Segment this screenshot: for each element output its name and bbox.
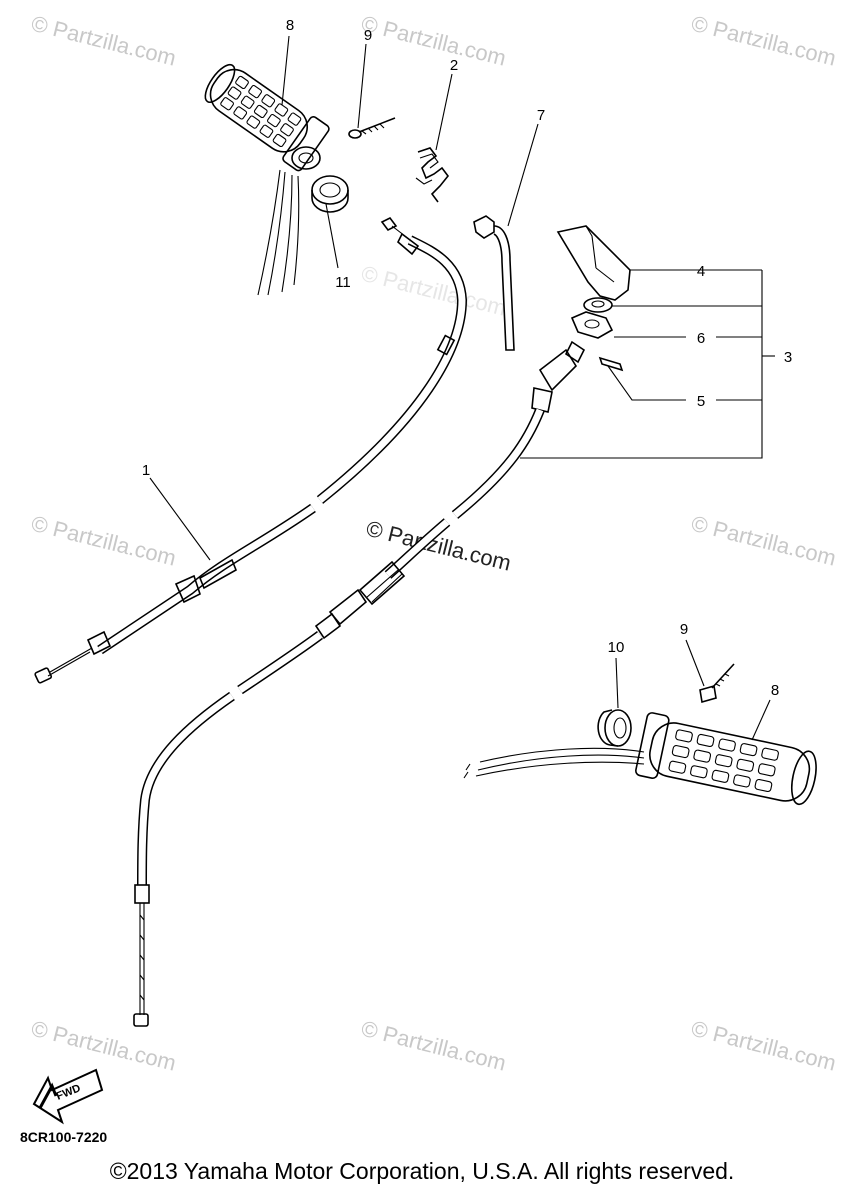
callout-1: 1 — [142, 462, 150, 479]
callout-4: 4 — [697, 263, 705, 280]
fwd-arrow-icon: FWD — [32, 1068, 104, 1125]
diagram-code: 8CR100-7220 — [20, 1129, 107, 1145]
nut-6 — [570, 311, 614, 339]
screw-9-top — [348, 117, 396, 139]
washer — [583, 297, 613, 313]
watermark: © Partzilla.com — [29, 511, 179, 571]
right-grip — [463, 712, 817, 806]
strap-7 — [473, 215, 515, 351]
screw-9-bottom — [699, 663, 735, 704]
lever-4 — [556, 225, 631, 301]
leader-lines — [149, 35, 771, 741]
watermark: © Partzilla.com — [359, 11, 509, 71]
watermark: © Partzilla.com — [689, 1016, 839, 1076]
copyright-notice: ©2013 Yamaha Motor Corporation, U.S.A. A… — [109, 1158, 735, 1184]
left-grip — [204, 63, 330, 296]
callout-9-bottom: 9 — [680, 621, 688, 638]
callout-2: 2 — [450, 57, 458, 74]
callout-3: 3 — [784, 349, 792, 366]
watermark: © Partzilla.com — [689, 511, 839, 571]
callouts: 8 9 2 7 4 6 3 5 11 1 10 9 8 — [142, 17, 792, 699]
watermarks: © Partzilla.com © Partzilla.com © Partzi… — [29, 11, 839, 1076]
throttle-cable — [133, 340, 586, 1027]
callout-8: 8 — [286, 17, 294, 34]
watermark: © Partzilla.com — [359, 1016, 509, 1076]
pin-5 — [598, 356, 624, 372]
callout-7: 7 — [537, 107, 545, 124]
cable-1 — [34, 216, 468, 684]
callout-5: 5 — [697, 393, 705, 410]
watermark: © Partzilla.com — [29, 1016, 179, 1076]
watermark: © Partzilla.com — [29, 11, 179, 71]
ring-11 — [311, 175, 349, 213]
callout-bracket — [520, 269, 775, 459]
callout-8-bottom: 8 — [771, 682, 779, 699]
watermark: © Partzilla.com — [689, 11, 839, 71]
callout-10: 10 — [608, 639, 625, 656]
callout-6: 6 — [697, 330, 705, 347]
watermark: © Partzilla.com — [359, 261, 509, 321]
callout-9: 9 — [364, 27, 372, 44]
clip-2 — [415, 147, 450, 203]
callout-11: 11 — [335, 274, 351, 291]
ring-10 — [597, 709, 632, 747]
